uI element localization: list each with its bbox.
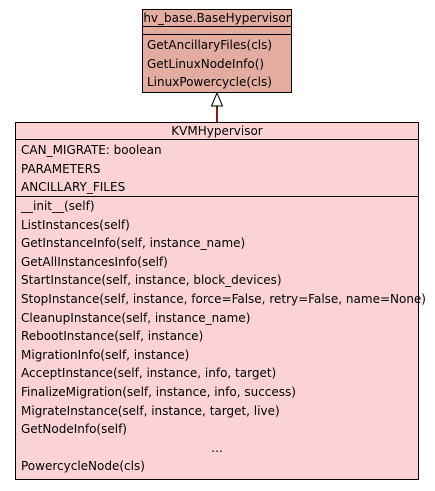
method-item: PowercycleNode(cls) — [21, 459, 145, 474]
class-name: hv_base.BaseHypervisor — [143, 11, 291, 25]
method-item: LinuxPowercycle(cls) — [147, 75, 272, 90]
method-item: StopInstance(self, instance, force=False… — [21, 291, 426, 306]
base-hypervisor-class[interactable]: hv_base.BaseHypervisor GetAncillaryFiles… — [142, 9, 292, 93]
divider — [16, 196, 418, 197]
attribute-list: CAN_MIGRATE: boolean PARAMETERS ANCILLAR… — [16, 140, 418, 196]
method-item: FinalizeMigration(self, instance, info, … — [21, 384, 296, 399]
ellipsis: ... — [211, 440, 223, 455]
divider — [143, 34, 291, 35]
method-item: GetAllInstancesInfo(self) — [21, 254, 168, 269]
attribute-item: PARAMETERS — [21, 161, 101, 176]
divider — [16, 139, 418, 140]
method-item: __init__(self) — [21, 199, 95, 213]
divider — [143, 26, 291, 27]
method-item: RebootInstance(self, instance) — [21, 329, 204, 344]
attribute-item: ANCILLARY_FILES — [21, 180, 126, 195]
class-name: KVMHypervisor — [171, 124, 263, 138]
method-item: MigrationInfo(self, instance) — [21, 347, 190, 362]
attribute-item: CAN_MIGRATE: boolean — [21, 143, 162, 157]
method-item: GetAncillaryFiles(cls) — [147, 38, 273, 52]
method-item: AcceptInstance(self, instance, info, tar… — [21, 366, 277, 381]
kvm-hypervisor-class[interactable]: KVMHypervisor CAN_MIGRATE: boolean PARAM… — [15, 122, 426, 480]
method-item: CleanupInstance(self, instance_name) — [21, 310, 251, 325]
method-list: __init__(self) ListInstances(self) GetIn… — [16, 197, 426, 476]
method-item: GetInstanceInfo(self, instance_name) — [21, 236, 246, 251]
method-item: MigrateInstance(self, instance, target, … — [21, 403, 280, 418]
inheritance-arrowhead — [210, 91, 224, 107]
method-item: GetLinuxNodeInfo() — [147, 56, 265, 71]
method-item: GetNodeInfo(self) — [21, 422, 127, 437]
method-list: GetAncillaryFiles(cls) GetLinuxNodeInfo(… — [143, 35, 291, 92]
method-item: StartInstance(self, instance, block_devi… — [21, 273, 282, 288]
method-item: ListInstances(self) — [21, 217, 130, 232]
